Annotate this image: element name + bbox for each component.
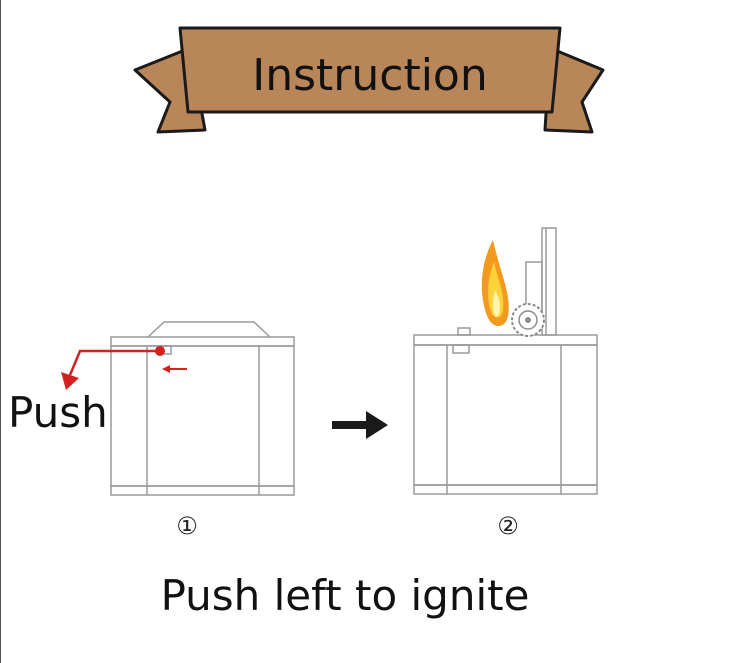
banner-body — [178, 26, 562, 114]
flame-icon — [481, 240, 509, 327]
next-arrow-icon — [332, 411, 388, 439]
left-border-line — [0, 0, 1, 663]
step-number-1: ① — [176, 512, 198, 540]
lighter-closed-lid-band — [110, 336, 295, 347]
lighter-closed — [110, 321, 295, 496]
banner-right-tail — [543, 46, 605, 134]
flint-wheel — [511, 303, 545, 337]
banner-title: Instruction — [252, 50, 488, 101]
push-label: Push — [8, 388, 108, 437]
instruction-banner — [133, 26, 605, 134]
push-arrow-icon — [68, 349, 160, 376]
lighter-open-base-band — [413, 484, 598, 495]
instruction-caption: Push left to ignite — [160, 571, 530, 620]
push-indicator — [61, 346, 187, 390]
lighter-open-slider — [452, 344, 470, 354]
lighter-open-lid-band — [413, 334, 598, 346]
lighter-open-lid — [541, 227, 557, 336]
lighter-open-button — [457, 327, 471, 336]
lighter-closed-cap — [147, 321, 271, 338]
lighter-open-body — [413, 344, 598, 486]
lighter-closed-base-band — [110, 485, 295, 496]
push-arrow-head — [61, 372, 79, 390]
slide-arrow-head — [162, 365, 170, 373]
step-number-2: ② — [497, 512, 519, 540]
lighter-closed-body — [110, 345, 295, 487]
lighter-open — [413, 227, 598, 495]
